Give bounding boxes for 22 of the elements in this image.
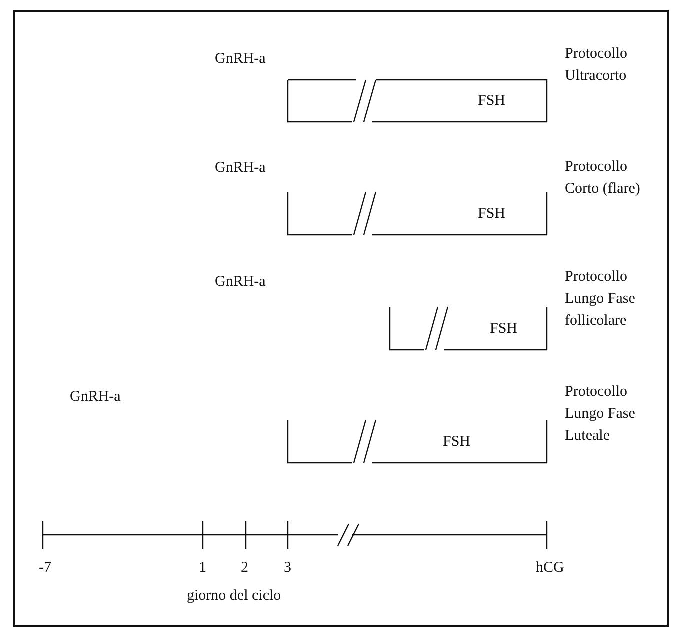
tick-label: 2 xyxy=(241,559,248,578)
protocol-label: Protocollo Corto (flare) xyxy=(565,158,642,199)
tick-label: 3 xyxy=(284,559,292,578)
treatment-bar xyxy=(288,80,547,122)
treatment-bar xyxy=(288,192,547,235)
bar-label: FSH xyxy=(478,92,506,111)
tick-label: hCG xyxy=(536,559,564,578)
bar-label: FSH xyxy=(443,432,471,452)
tick-label: 1 xyxy=(199,559,206,578)
axis-title: giorno del ciclo xyxy=(187,587,282,606)
protocol-label: Protocollo Lungo Fase follicolare xyxy=(565,268,636,331)
drug-label: GnRH-a xyxy=(70,388,121,407)
treatment-bar xyxy=(288,420,547,463)
treatment-bar xyxy=(390,307,547,350)
drug-label: GnRH-a xyxy=(215,273,266,292)
drug-label: GnRH-a xyxy=(215,159,266,178)
tick-label: -7 xyxy=(39,559,52,578)
bar-label: FSH xyxy=(478,204,506,224)
protocol-label: Protocollo Ultracorto xyxy=(565,45,628,86)
bar-label: FSH xyxy=(490,320,518,338)
drug-label: GnRH-a xyxy=(215,50,266,69)
protocol-label: Protocollo Lungo Fase Luteale xyxy=(565,383,636,446)
